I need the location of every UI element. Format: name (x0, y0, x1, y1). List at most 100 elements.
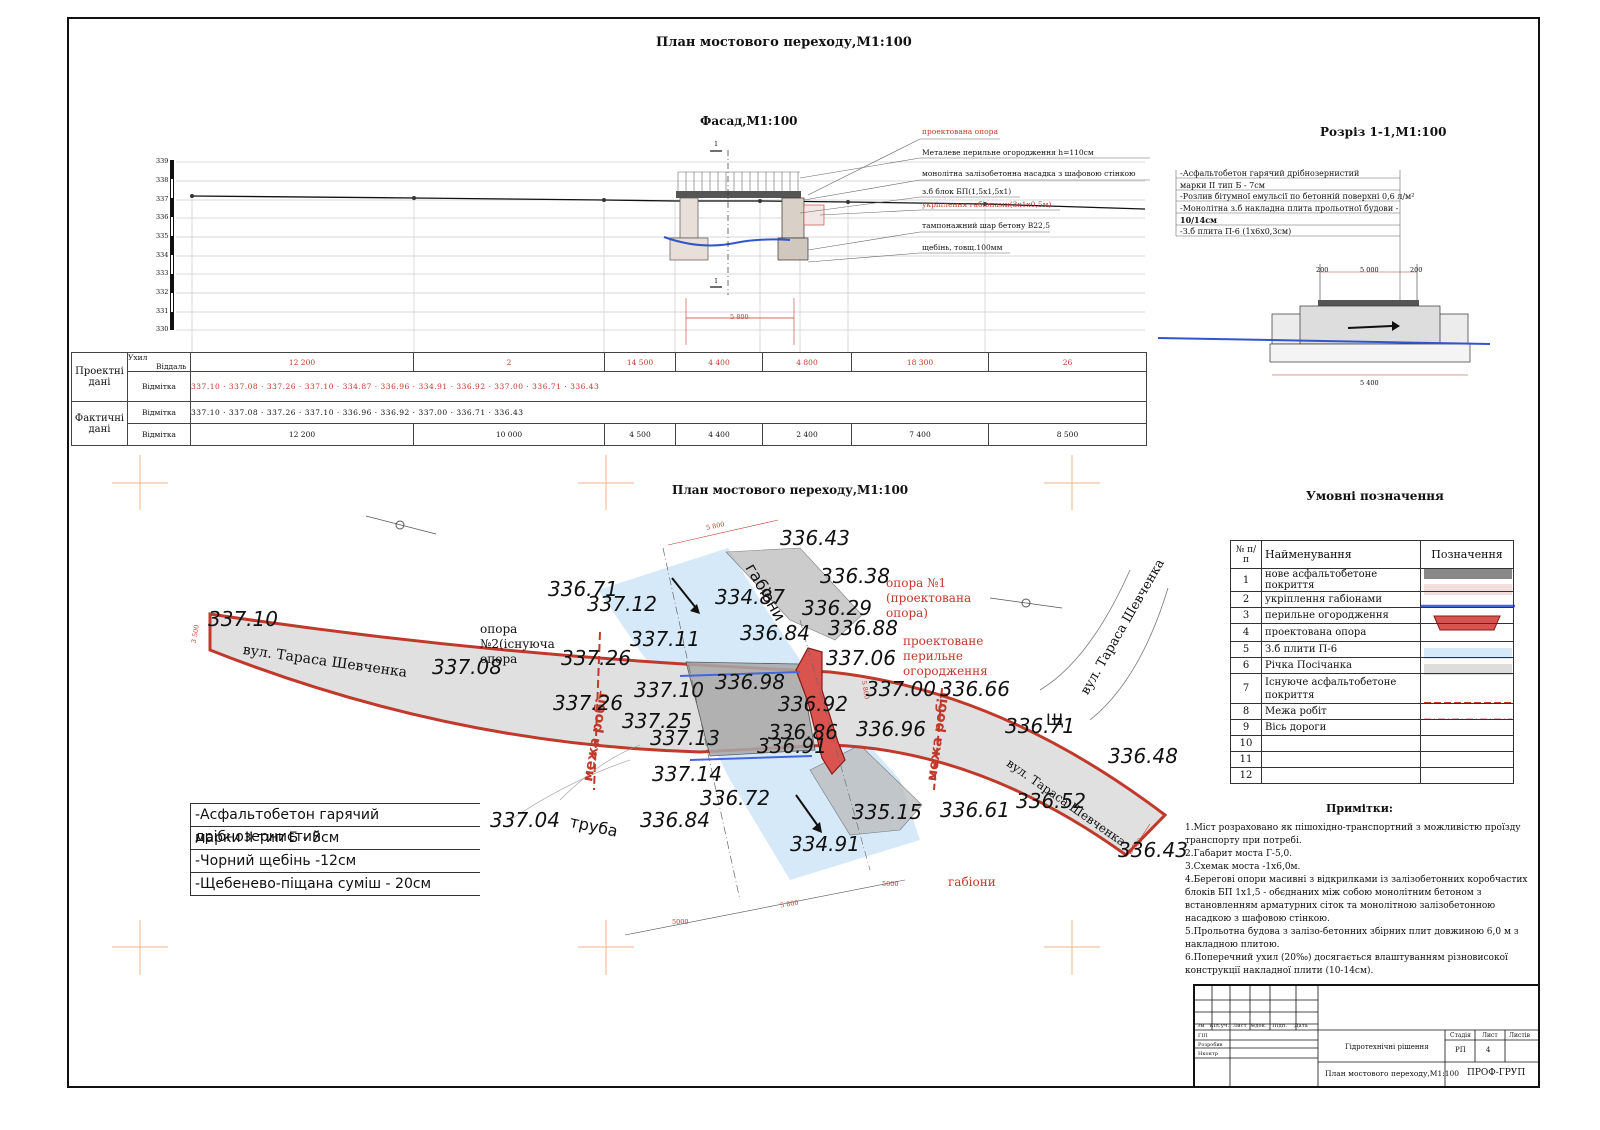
actual-mark-1: 337.10 (191, 408, 221, 417)
railing-label: проектоване перильне огородження (903, 634, 988, 678)
legend-name-7: Існуюче асфальтобетоне покриття (1261, 673, 1421, 704)
legend-head-num: № п/п (1230, 540, 1262, 569)
slope-label: Ухил (128, 353, 148, 362)
legend-num-4: 4 (1230, 623, 1262, 642)
spot-elevation: 337.12 (587, 592, 657, 616)
stamp-col-sheet: Лист (1232, 1023, 1247, 1029)
scale-330: 330 (156, 325, 169, 333)
section-dim-right: 200 (1410, 266, 1423, 274)
pier1-label: опора №1 (проектована опора) (886, 576, 972, 620)
spot-elevation: 336.72 (700, 786, 770, 810)
legend-name-6: Річка Посічанка (1261, 657, 1421, 674)
spot-elevation: 336.91 (757, 734, 827, 758)
stamp-grid (1195, 984, 1538, 1088)
legend-sym-empty-11 (1420, 751, 1514, 768)
spot-elevation: 336.96 (856, 717, 926, 741)
design-mark-8: 336.92 (456, 382, 486, 391)
stamp-sheet-title: План мостового переходу,М1:100 (1325, 1069, 1460, 1078)
stamp-role-control: Нконтр (1198, 1051, 1218, 1057)
spot-elevation: 336.38 (820, 564, 890, 588)
note-6: 6.Поперечний ухил (20‰) досягається влаш… (1185, 953, 1508, 976)
spot-elevation: 336.71 (1005, 714, 1075, 738)
spot-elevation: 337.13 (650, 726, 720, 750)
road-layer-2-text: марки II тип Б - 5см (195, 830, 340, 846)
stamp-stage: РП (1455, 1046, 1466, 1054)
spot-elevation: 337.04 (490, 808, 560, 832)
legend-num-6: 6 (1230, 657, 1262, 674)
design-mark-3: 337.26 (266, 382, 297, 391)
spot-elevation: 337.26 (561, 646, 631, 670)
legend-name-10 (1261, 735, 1421, 752)
facade-grid (176, 161, 1145, 352)
scale-333: 333 (156, 269, 169, 277)
spot-elevation: 336.61 (940, 798, 1010, 822)
legend-num-3: 3 (1230, 607, 1262, 624)
legend-head-name: Найменування (1261, 540, 1421, 569)
stamp-company: ПРОФ-ГРУП (1467, 1068, 1526, 1078)
callout-cap: монолітна залізобетонна насадка з шафово… (922, 169, 1136, 178)
spot-elevation: 336.48 (1108, 744, 1178, 768)
legend-sym-asphalt-old (1420, 673, 1514, 704)
legend-name-3: перильне огородження (1261, 607, 1421, 624)
scale-337: 337 (156, 195, 169, 203)
spot-elevation: 336.52 (1016, 789, 1086, 813)
design-mark-6: 336.96 (380, 382, 410, 391)
stamp-col-date: Дата (1294, 1023, 1308, 1029)
actual-mark-6: 336.92 (380, 408, 410, 417)
design-mark-10: 336.71 (532, 382, 562, 391)
actual-mark-5: 336.96 (342, 408, 372, 417)
callout-gabions: укріплення габіонами(3х1х0,5м) (922, 200, 1052, 209)
stamp-col-sign: Підп. (1272, 1023, 1288, 1029)
legend-name-8: Межа робіт (1261, 703, 1421, 720)
callout-railing: Металеве перильне огородження h=110см (922, 148, 1094, 157)
dist-3: 4 400 (675, 352, 763, 372)
legend-sym-asphalt-new (1420, 568, 1514, 592)
section-dim-bottom: 5 400 (1360, 379, 1379, 387)
stamp-role-gip: ГІП (1198, 1033, 1208, 1039)
legend-num-7: 7 (1230, 673, 1262, 704)
stamp-sheet: 4 (1486, 1046, 1491, 1054)
spot-elevation: 337.00 (866, 677, 936, 701)
stamp-section-title: Гідротехнічні рішення (1345, 1043, 1429, 1051)
legend-num-1: 1 (1230, 568, 1262, 592)
road-layer-4: -Щебенево-піщана суміш - 20см (190, 873, 480, 896)
scale-339: 339 (156, 157, 169, 165)
distance-label: Віддаль (156, 362, 187, 371)
actual-mark-9: 336.43 (494, 408, 524, 417)
notes-block: 1.Міст розраховано як пішохідно-транспор… (1185, 822, 1530, 978)
bottom-dist-7: 8 500 (988, 423, 1147, 446)
note-2: 2.Габарит моста Г-5,0. (1185, 849, 1293, 859)
design-mark-1: 337.10 (191, 382, 221, 391)
spot-elevation: 335.15 (852, 800, 922, 824)
spot-elevation: 334.87 (715, 585, 785, 609)
stamp-columns: Зм Кіл.уч. Лист №док. Підп. Дата (1197, 1023, 1308, 1029)
bottom-dist-5: 2 400 (762, 423, 852, 446)
road-layer-1: -Асфальтобетон гарячий дрібнозернистий (190, 803, 480, 845)
plan-dim-bottom-right: 5000 (882, 880, 899, 888)
design-mark-5: 334.87 (342, 382, 372, 391)
facade-title: Фасад,М1:100 (700, 114, 798, 128)
actual-mark-7: 337.00 (418, 408, 448, 417)
design-mark-9: 337.00 (494, 382, 524, 391)
legend-head-sym: Позначення (1420, 540, 1514, 569)
actual-data-label: Фактичні дані (71, 401, 128, 446)
scale-334: 334 (156, 251, 169, 259)
spot-elevation: 336.86 (768, 720, 838, 744)
design-mark-7: 334.91 (418, 382, 448, 391)
notes-title: Примітки: (1326, 802, 1393, 815)
actual-mark-8: 336.71 (456, 408, 486, 417)
ground-line (191, 195, 1146, 210)
legend-name-9: Вісь дороги (1261, 719, 1421, 736)
spot-elevation: 336.92 (778, 692, 848, 716)
road-layer-2: марки II тип Б - 5см (190, 827, 480, 850)
section-mark-top: 1 (714, 140, 719, 148)
stamp-col-zm: Зм (1197, 1023, 1205, 1029)
road-layer-3: -Чорний щебінь -12см (190, 850, 480, 873)
spot-elevation: 336.43 (1118, 838, 1188, 862)
note-1: 1.Міст розраховано як пішохідно-транспор… (1185, 823, 1521, 846)
legend-sym-slabs (1420, 641, 1514, 658)
legend-num-12: 12 (1230, 767, 1262, 784)
plan-dim-bottom-left: 5000 (672, 918, 689, 926)
spot-elevation: 336.29 (802, 596, 872, 620)
